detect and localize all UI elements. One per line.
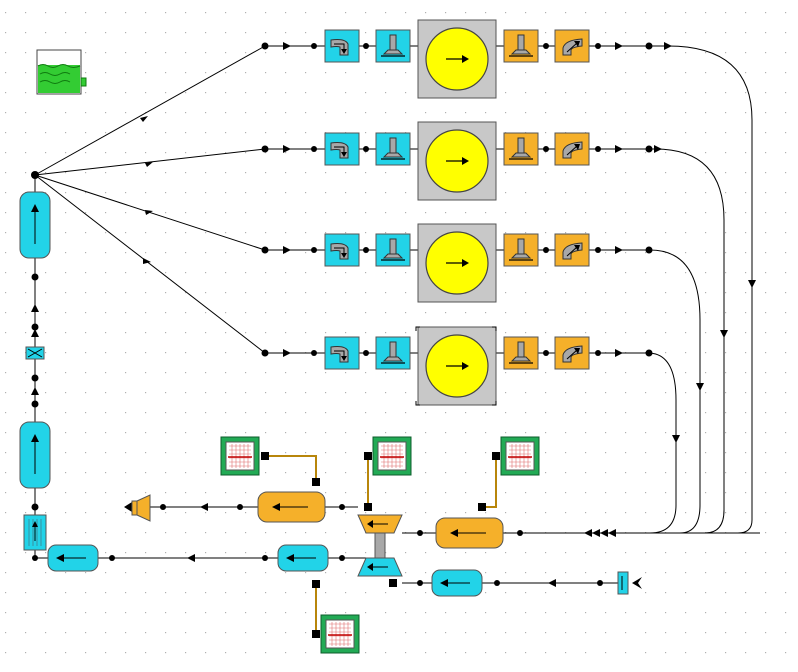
- monitor-icon[interactable]: [320, 614, 360, 654]
- tank-icon[interactable]: [36, 49, 87, 95]
- nozzle-icon[interactable]: [124, 494, 151, 522]
- exhaust-bend-icon[interactable]: [554, 233, 590, 267]
- turbine-icon[interactable]: [357, 514, 403, 534]
- monitor-icon[interactable]: [500, 436, 540, 476]
- signal-line: [265, 455, 317, 482]
- pipe-icon[interactable]: [277, 544, 329, 572]
- intake-valve-icon[interactable]: [375, 132, 411, 166]
- intake-bend-icon[interactable]: [324, 233, 360, 267]
- intake-valve-icon[interactable]: [375, 336, 411, 370]
- intercooler-icon[interactable]: [23, 514, 47, 551]
- signal-ports: [261, 452, 500, 638]
- pipe-icon[interactable]: [19, 191, 51, 259]
- pipe-icon[interactable]: [19, 421, 51, 489]
- exhaust-valve-icon[interactable]: [503, 336, 539, 370]
- pipe-icon[interactable]: [47, 544, 99, 572]
- selection-handles: [415, 326, 497, 406]
- cylinder-icon[interactable]: [417, 326, 497, 406]
- turbo-shaft: [374, 532, 386, 559]
- exhaust-bend-icon[interactable]: [554, 132, 590, 166]
- ambient-source-icon[interactable]: [617, 571, 642, 595]
- intake-bend-icon[interactable]: [324, 29, 360, 63]
- compressor-icon[interactable]: [357, 557, 403, 577]
- charge-air-line: [98, 554, 378, 562]
- pipe-icon[interactable]: [257, 491, 326, 523]
- intake-bend-icon[interactable]: [324, 336, 360, 370]
- exhaust-bend-icon[interactable]: [554, 29, 590, 63]
- intake-valve-icon[interactable]: [375, 233, 411, 267]
- cylinder-icon[interactable]: [417, 121, 497, 201]
- exhaust-valve-icon[interactable]: [503, 233, 539, 267]
- cylinder-icon[interactable]: [417, 19, 497, 99]
- exhaust-collector-line: [402, 529, 760, 537]
- air-filter-icon[interactable]: [431, 569, 483, 597]
- intake-valve-icon[interactable]: [375, 29, 411, 63]
- monitor-icon[interactable]: [372, 436, 412, 476]
- exhaust-valve-icon[interactable]: [503, 132, 539, 166]
- intake-manifold-wires: [34, 45, 266, 354]
- pipe-icon[interactable]: [435, 517, 504, 549]
- exhaust-outlet-line: [150, 503, 358, 511]
- intake-bend-icon[interactable]: [324, 132, 360, 166]
- fresh-air-line: [402, 579, 618, 587]
- row-connection-points: [261, 42, 756, 443]
- exhaust-bend-icon[interactable]: [554, 336, 590, 370]
- exhaust-valve-icon[interactable]: [503, 29, 539, 63]
- throttle-icon[interactable]: [25, 346, 45, 360]
- cylinder-icon[interactable]: [417, 223, 497, 303]
- monitor-icon[interactable]: [220, 436, 260, 476]
- vertical-line-points: [31, 171, 39, 561]
